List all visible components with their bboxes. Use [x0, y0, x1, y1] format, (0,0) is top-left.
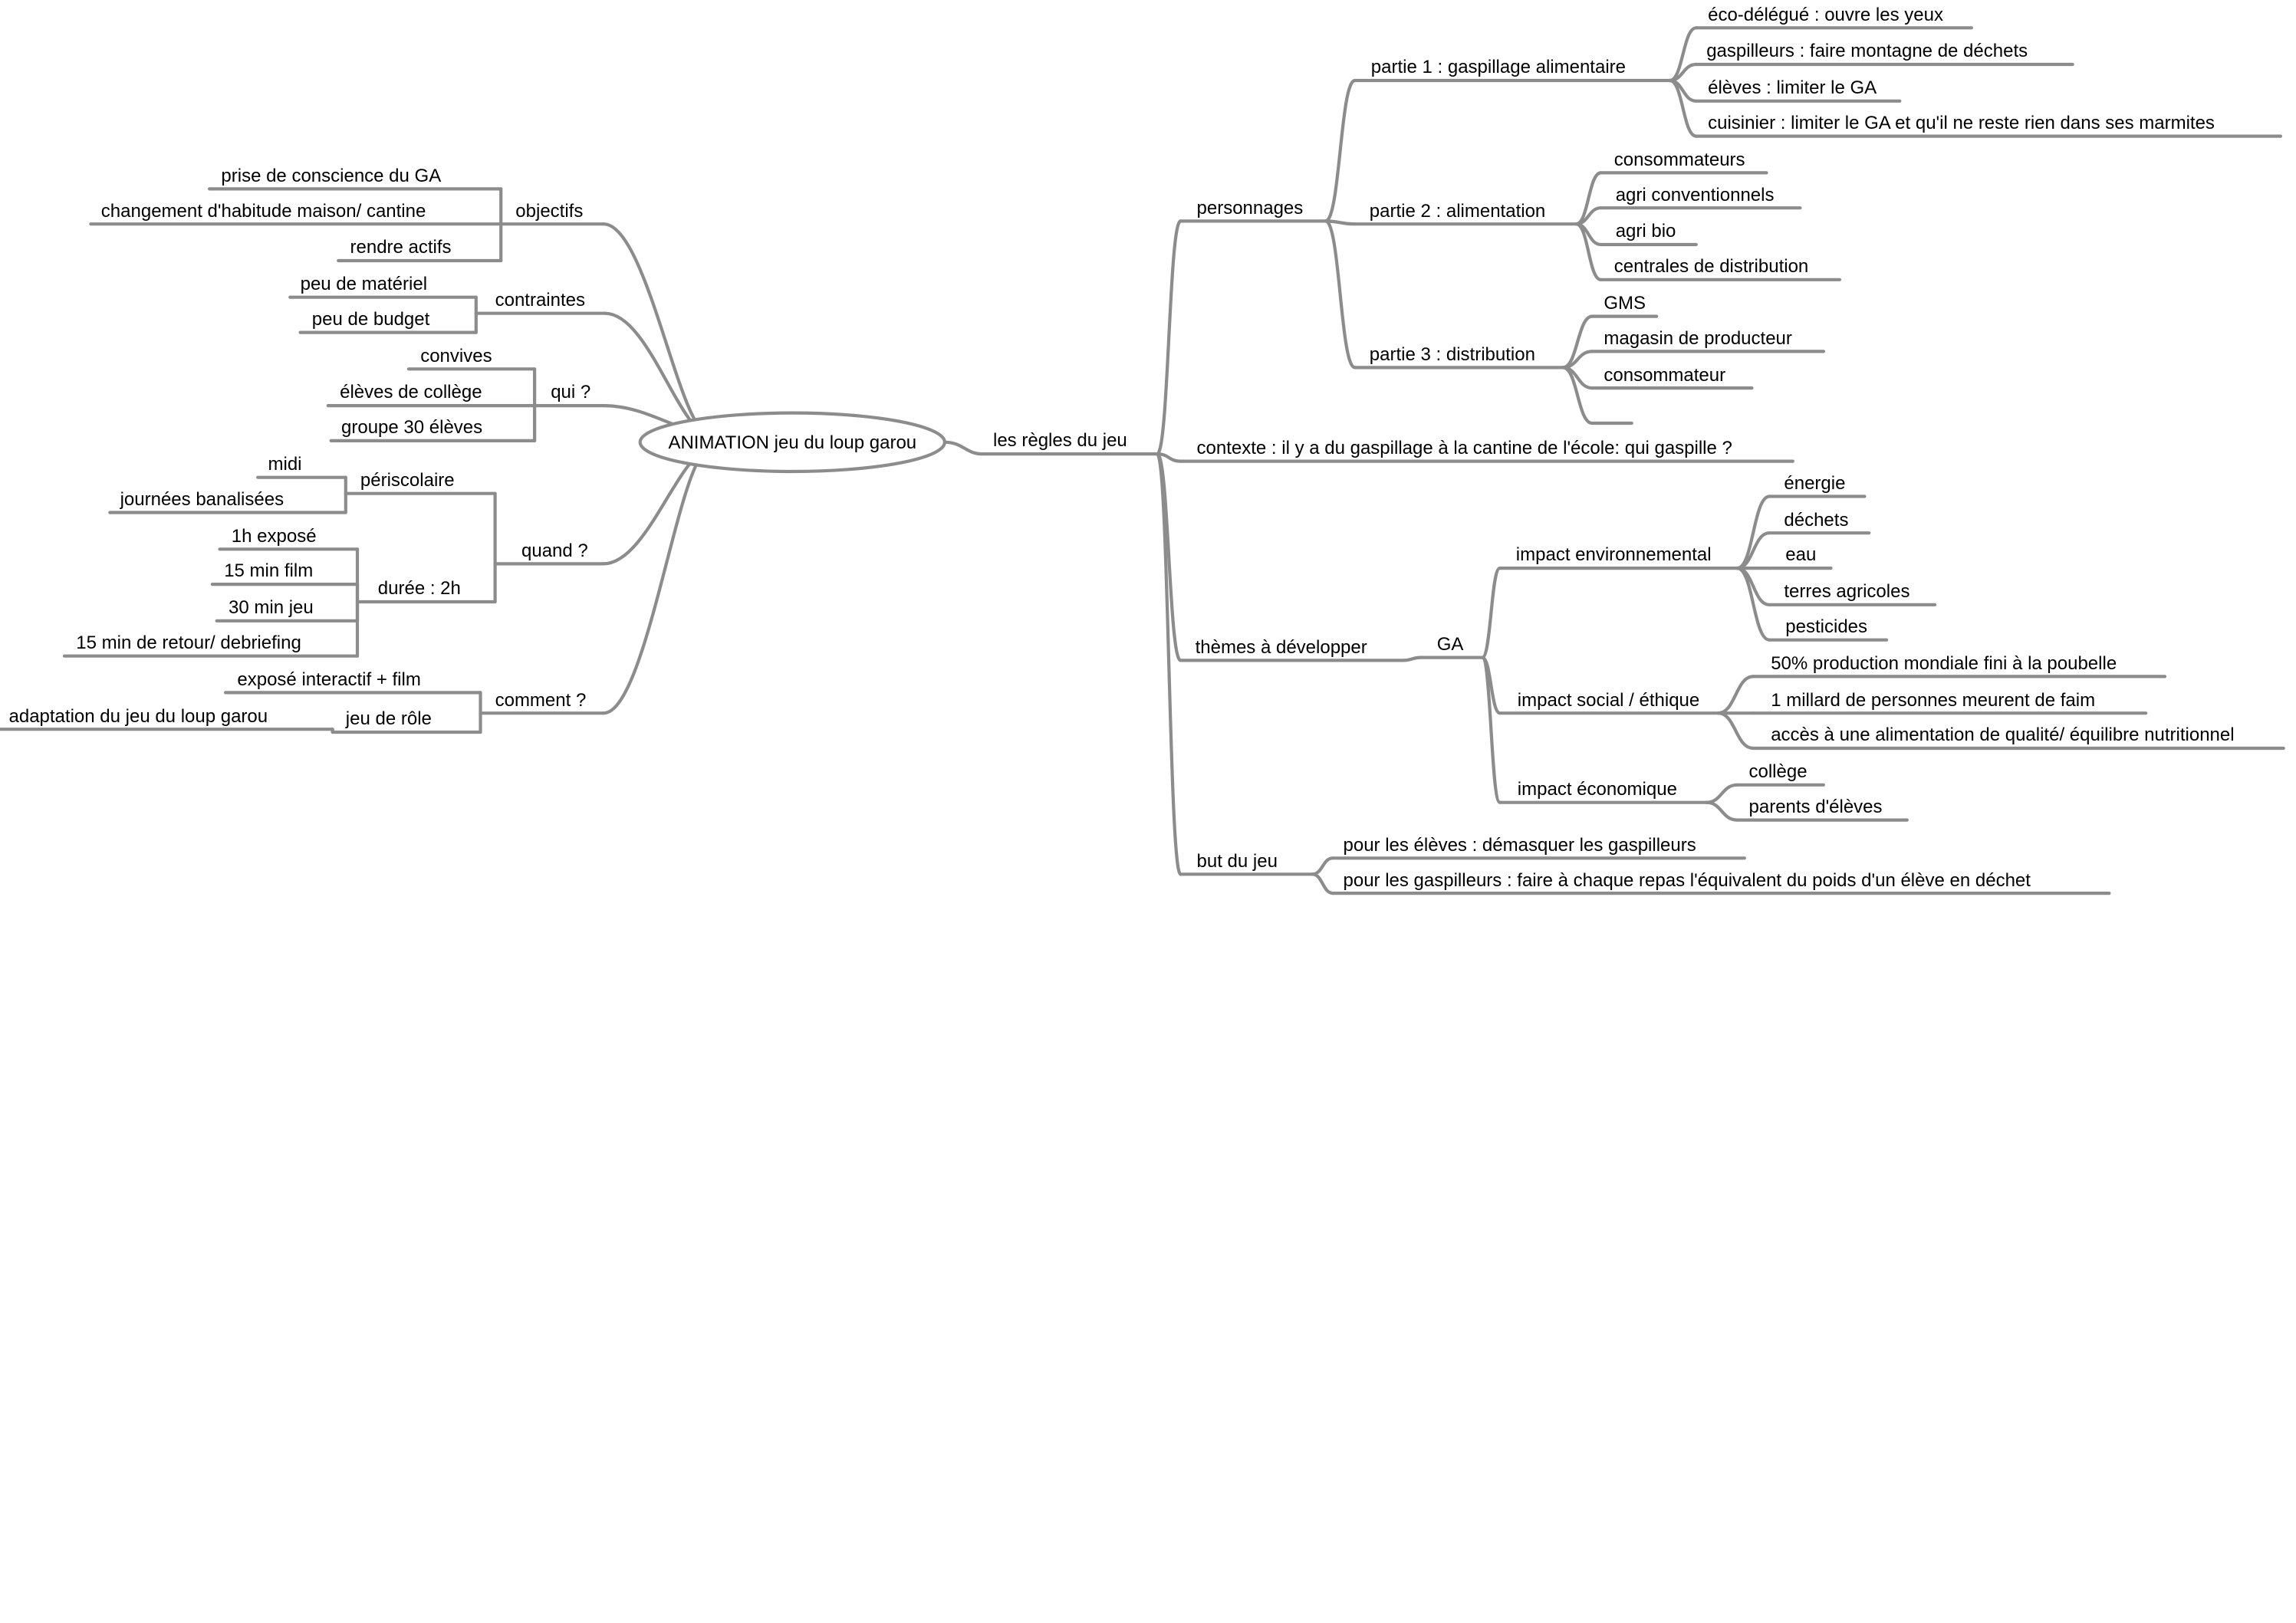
- leaf-consommateurs: consommateurs: [1613, 149, 1745, 170]
- leaf-centrales-de-distribution: centrales de distribution: [1613, 256, 1809, 278]
- leaf-consommateur: consommateur: [1604, 364, 1726, 386]
- leaf-eco-delegue-ouvre-les-yeux: éco-délégué : ouvre les yeux: [1708, 4, 1943, 25]
- leaf-agri-bio: agri bio: [1615, 221, 1676, 242]
- connector-line: [1574, 222, 1603, 281]
- branch-contexte: contexte : il y a du gaspillage à la can…: [1196, 438, 1732, 458]
- leaf-pour-les-gaspilleurs-faire-a-chaque-repas-l-equivalent-du-poids-d-un-eleve-en-dechet: pour les gaspilleurs : faire à chaque re…: [1343, 869, 2031, 891]
- connector-line: [1716, 675, 1755, 715]
- connector-line: [1735, 494, 1771, 570]
- leaf-adaptation-du-jeu-du-loup-garou: adaptation du jeu du loup garou: [8, 705, 268, 727]
- leaf-energie: énergie: [1784, 472, 1846, 494]
- leaf-midi: midi: [268, 454, 302, 475]
- connector-line: [942, 440, 983, 456]
- connector-line: [1668, 78, 1698, 138]
- leaf-journees-banalisees: journées banalisées: [120, 488, 285, 510]
- sub-branch-jeu-de-role: jeu de rôle: [345, 708, 432, 730]
- connector-line: [1311, 856, 1335, 876]
- connector-line: [1716, 711, 1755, 751]
- impact-social: impact social / éthique: [1517, 689, 1700, 711]
- leaf-groupe-30-eleves: groupe 30 élèves: [341, 417, 483, 439]
- leaf-gms: GMS: [1604, 292, 1646, 314]
- connector-line: [601, 222, 711, 435]
- connector-line: [1155, 219, 1183, 456]
- leaf-agri-conventionnels: agri conventionnels: [1615, 184, 1775, 205]
- sub-branch-duree: durée : 2h: [377, 578, 461, 600]
- leaf-parents-d-eleves: parents d'élèves: [1748, 797, 1883, 817]
- leaf-terres-agricoles: terres agricoles: [1784, 581, 1910, 603]
- leaf-30-min-jeu: 30 min jeu: [229, 597, 314, 619]
- branch-themes: thèmes à développer: [1195, 636, 1367, 658]
- leaf-peu-de-budget: peu de budget: [311, 308, 430, 330]
- leaf-15-min-film: 15 min film: [224, 560, 314, 582]
- leaf-eau: eau: [1785, 544, 1817, 566]
- leaf-eleves-limiter-le-ga: élèves : limiter le GA: [1708, 77, 1877, 99]
- leaf-dechets: déchets: [1784, 509, 1849, 531]
- leaf-rendre-actifs: rendre actifs: [350, 237, 452, 258]
- center-node-title: ANIMATION jeu du loup garou: [668, 432, 917, 454]
- leaf-acces-a-une-alimentation-de-qualite-equilibre-nutritionnel: accès à une alimentation de qualité/ équ…: [1771, 724, 2235, 746]
- branch-comment: comment ?: [495, 689, 587, 711]
- branch-contraintes: contraintes: [495, 290, 585, 311]
- branch-personnages: personnages: [1196, 197, 1304, 218]
- connector-line: [1480, 567, 1502, 659]
- connector-line: [1324, 219, 1357, 226]
- sub-branch-periscolaire: périscolaire: [360, 470, 455, 491]
- leaf-pour-les-eleves-demasquer-les-gaspilleurs: pour les élèves : démasquer les gaspille…: [1343, 834, 1696, 856]
- impact-economique: impact économique: [1517, 779, 1677, 800]
- sub-branch-ga: GA: [1436, 633, 1464, 655]
- sub-branch-partie-1: partie 1 : gaspillage alimentaire: [1370, 57, 1626, 78]
- leaf-cuisinier-limiter-le-ga-et-qu-il-ne-reste-rien-dans-ses-marmites: cuisinier : limiter le GA et qu'il ne re…: [1708, 113, 2215, 133]
- sub-branch-partie-2: partie 2 : alimentation: [1369, 200, 1546, 222]
- leaf-magasin-de-producteur: magasin de producteur: [1604, 327, 1792, 349]
- connector-line: [1561, 366, 1594, 425]
- connector-line: [1401, 655, 1423, 662]
- branch-regles-du-jeu: les règles du jeu: [993, 430, 1127, 452]
- leaf-pesticides: pesticides: [1785, 616, 1868, 637]
- branch-objectifs: objectifs: [515, 200, 584, 222]
- connector-line: [1480, 655, 1502, 804]
- leaf-peu-de-materiel: peu de matériel: [300, 274, 428, 295]
- leaf-college: collège: [1748, 761, 1808, 783]
- center-node-outline: [638, 411, 947, 474]
- connector-line: [1705, 783, 1739, 804]
- leaf-convives: convives: [420, 345, 492, 366]
- leaf-1-millard-de-personnes-meurent-de-faim: 1 millard de personnes meurent de faim: [1771, 689, 2096, 711]
- leaf-expose-interactif-film: exposé interactif + film: [237, 669, 421, 690]
- branch-quand: quand ?: [521, 540, 588, 561]
- connector-line: [1705, 800, 1739, 822]
- leaf-1h-expose: 1h exposé: [231, 525, 317, 547]
- impact-environnemental: impact environnemental: [1515, 544, 1712, 566]
- leaf-eleves-de-college: élèves de collège: [340, 382, 482, 403]
- leaf-gaspilleurs-faire-montagne-de-dechets: gaspilleurs : faire montagne de déchets: [1706, 41, 2028, 62]
- leaf-changement-d-habitude-maison-cantine: changement d'habitude maison/ cantine: [100, 200, 426, 222]
- connector-line: [1324, 78, 1357, 223]
- connector-line: [1735, 567, 1771, 642]
- connector-line: [601, 449, 711, 715]
- connector-line: [1324, 219, 1357, 370]
- branch-qui: qui ?: [551, 382, 591, 403]
- leaf-50-production-mondiale-fini-a-la-poubelle: 50% production mondiale fini à la poubel…: [1771, 652, 2117, 674]
- connector-line: [601, 449, 711, 566]
- leaf-15-min-de-retour-debriefing: 15 min de retour/ debriefing: [76, 632, 301, 653]
- branch-but-du-jeu: but du jeu: [1196, 850, 1278, 872]
- connector-line: [1155, 452, 1183, 876]
- sub-branch-partie-3: partie 3 : distribution: [1369, 343, 1535, 365]
- leaf-prise-de-conscience-du-ga: prise de conscience du GA: [221, 165, 442, 186]
- connector-line: [1311, 872, 1335, 895]
